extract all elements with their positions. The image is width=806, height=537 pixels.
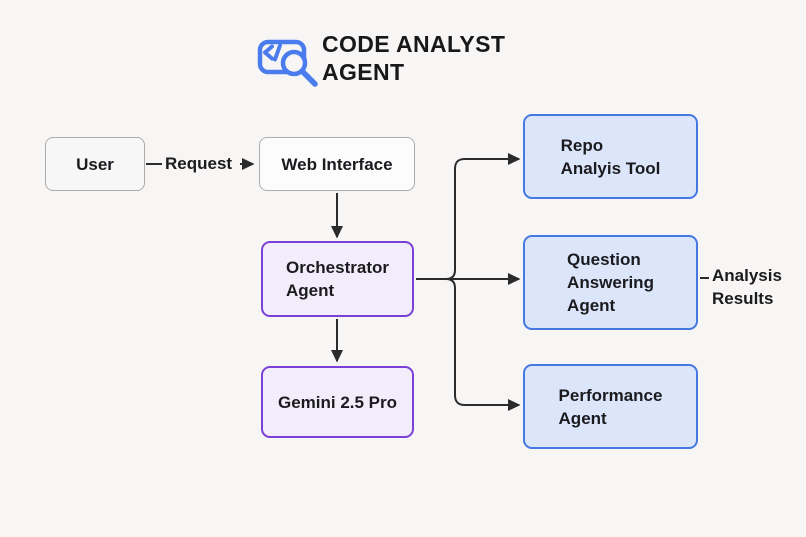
node-user-label: User xyxy=(76,154,114,174)
node-web-interface: Web Interface xyxy=(259,137,415,191)
node-repo-analysis-tool: Repo Analyis Tool xyxy=(523,114,698,199)
title-line-2: AGENT xyxy=(322,59,405,85)
node-performance-agent-label: Performance Agent xyxy=(558,385,663,428)
icon-magnifier-handle xyxy=(299,68,318,87)
title-line-1: CODE ANALYST xyxy=(322,31,506,57)
edge-label-analysis-results: Analysis Results xyxy=(712,266,782,308)
node-gemini-2-5-pro: Gemini 2.5 Pro xyxy=(261,366,414,438)
code-search-icon xyxy=(257,39,318,87)
edge-label-request: Request xyxy=(165,154,233,173)
node-user: User xyxy=(45,137,145,191)
node-web-interface-label: Web Interface xyxy=(281,154,393,174)
node-question-answering-agent: Question Answering Agent xyxy=(523,235,698,330)
node-question-answering-agent-label: Question Answering Agent xyxy=(567,250,654,315)
edge-orchestrator-to-repo xyxy=(416,153,521,280)
page-title: CODE ANALYST AGENT xyxy=(322,30,505,86)
icon-magnifier-lens xyxy=(280,49,308,77)
node-repo-analysis-tool-label: Repo Analyis Tool xyxy=(560,135,661,178)
node-performance-agent: Performance Agent xyxy=(523,364,698,449)
icon-slash xyxy=(273,43,282,62)
icon-chevron-left xyxy=(263,44,274,61)
node-orchestrator-agent-label: Orchestrator Agent xyxy=(286,258,389,300)
node-orchestrator-agent: Orchestrator Agent xyxy=(261,241,414,317)
node-gemini-2-5-pro-label: Gemini 2.5 Pro xyxy=(277,392,398,412)
edge-orchestrator-to-performance xyxy=(416,278,521,411)
